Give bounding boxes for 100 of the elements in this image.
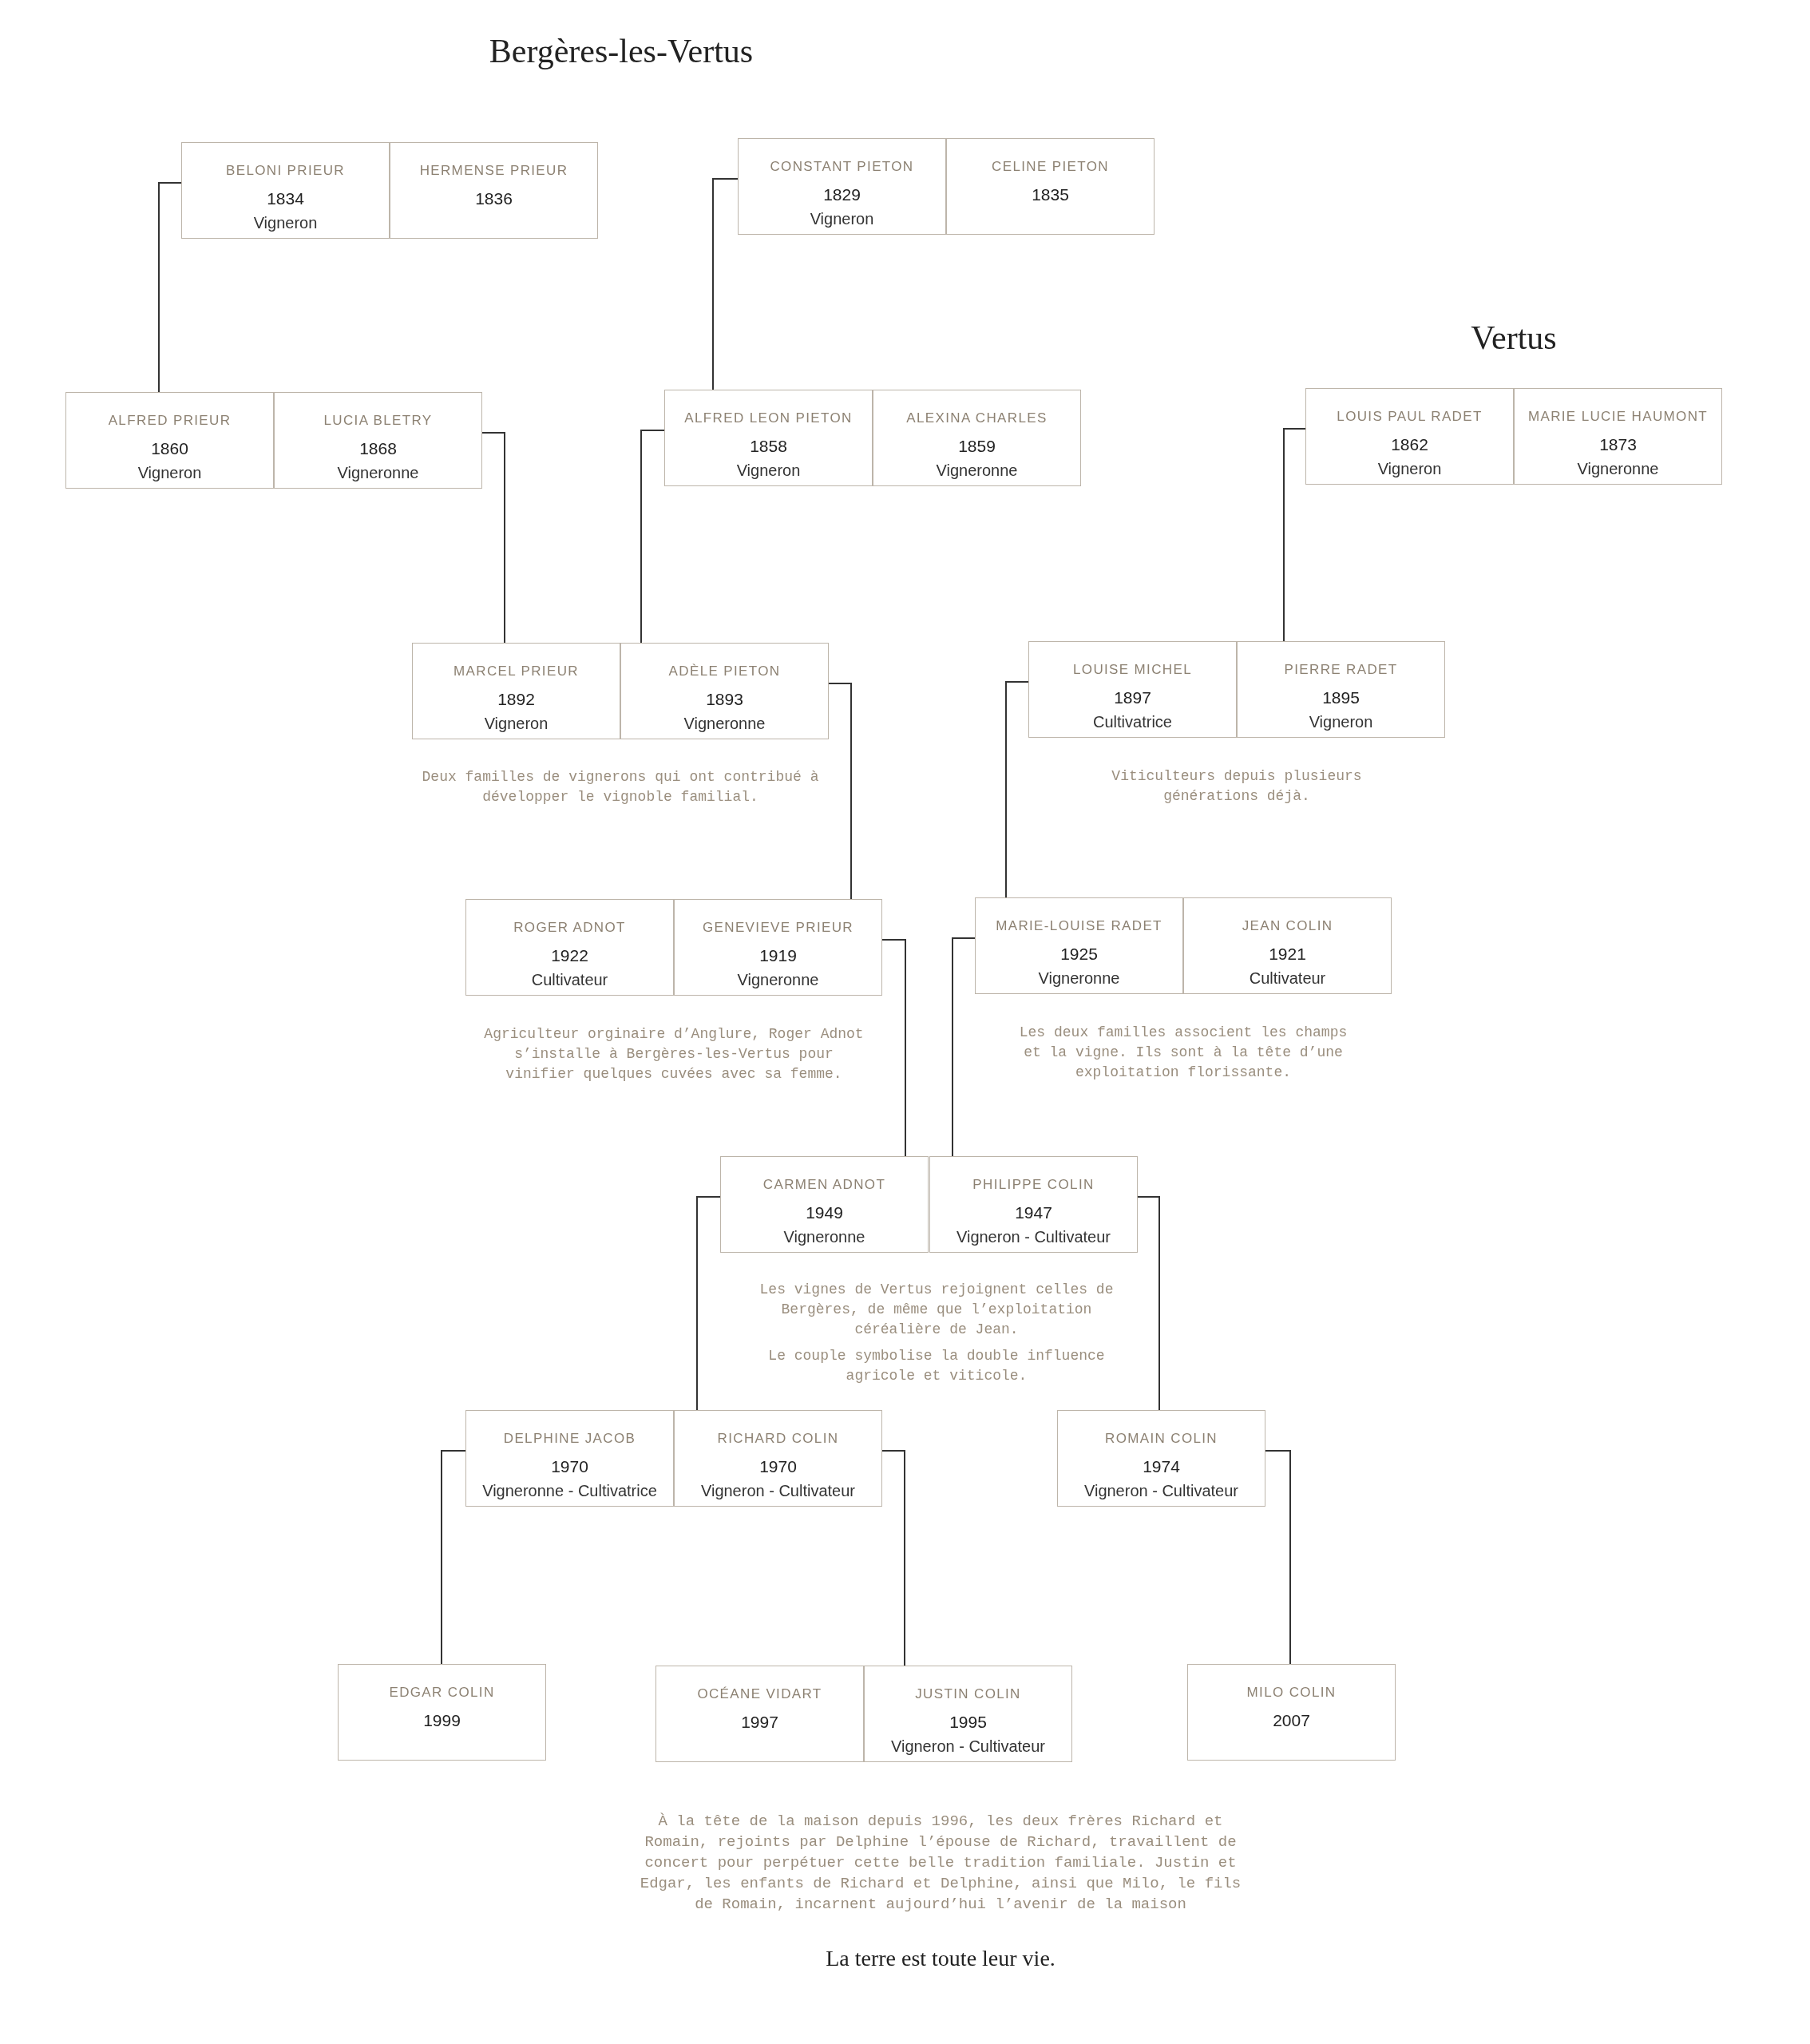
occupation: Vigneronne: [783, 1227, 865, 1247]
occupation: Vigneron: [253, 213, 318, 233]
family-line: [158, 182, 182, 393]
person-box: [674, 1410, 882, 1507]
person-box: [864, 1666, 1072, 1762]
note-text: Le couple symbolise la double influence agricole et viticole.: [767, 1347, 1106, 1385]
person-name: MARIE-LOUISE RADET: [996, 917, 1162, 935]
occupation: Vigneron - Cultivateur: [700, 1481, 856, 1501]
person-box: [181, 142, 390, 239]
family-line: [712, 178, 739, 390]
birth-year: 1999: [423, 1709, 461, 1731]
birth-year: 1829: [823, 184, 861, 205]
birth-year: 1873: [1599, 434, 1637, 455]
birth-year: 1974: [1143, 1456, 1180, 1477]
person-box: [1187, 1664, 1396, 1761]
birth-year: 1997: [741, 1711, 778, 1733]
person-box: [465, 1410, 674, 1507]
note-text: Deux familles de vignerons qui ont contribué à développer le vignoble familial.: [421, 768, 820, 806]
birth-year: 1836: [475, 188, 513, 209]
person-name: ALFRED LEON PIETON: [684, 410, 853, 427]
person-box: [274, 392, 482, 489]
person-name: PIERRE RADET: [1284, 661, 1398, 679]
person-name: MILO COLIN: [1246, 1684, 1337, 1701]
person-box: [1514, 388, 1722, 485]
occupation: Cultivateur: [531, 970, 608, 990]
birth-year: 1859: [958, 435, 996, 457]
person-box: [1028, 641, 1237, 738]
person-box: [946, 138, 1155, 235]
family-line: [481, 432, 505, 644]
occupation: Vigneronne - Cultivatrice: [482, 1481, 657, 1501]
person-box: [929, 1156, 1138, 1253]
birth-year: 1834: [267, 188, 304, 209]
birth-year: 1949: [806, 1202, 843, 1223]
person-name: CARMEN ADNOT: [762, 1176, 886, 1194]
person-name: ALEXINA CHARLES: [906, 410, 1048, 427]
person-name: CELINE PIETON: [992, 158, 1109, 176]
family-line: [881, 1450, 905, 1666]
person-name: HERMENSE PRIEUR: [419, 162, 568, 180]
person-box: [620, 643, 829, 739]
birth-year: 1860: [151, 438, 188, 459]
person-box: [975, 897, 1183, 994]
person-box: [1183, 897, 1392, 994]
family-line: [881, 939, 906, 1157]
person-name: LOUISE MICHEL: [1073, 661, 1192, 679]
person-box: [664, 390, 873, 486]
motto-text: La terre est toute leur vie.: [825, 1945, 1056, 1972]
birth-year: 1995: [949, 1711, 987, 1733]
person-box: [1305, 388, 1514, 485]
birth-year: 1892: [497, 688, 535, 710]
person-box: [1237, 641, 1445, 738]
birth-year: 1921: [1269, 943, 1306, 965]
note-text: Les vignes de Vertus rejoignent celles de Bergères, de même que l’exploitation céréalière de Jean.: [758, 1281, 1115, 1339]
person-name: JEAN COLIN: [1242, 917, 1333, 935]
person-name: LUCIA BLETRY: [323, 412, 433, 430]
family-line: [640, 430, 665, 644]
birth-year: 1895: [1322, 687, 1360, 708]
note-text: Agriculteur orginaire d’Anglure, Roger Adnot s’installe à Bergères-les-Vertus pour vinifier quelques cuvées avec sa femme.: [483, 1025, 865, 1083]
person-box: [1057, 1410, 1265, 1507]
person-box: [390, 142, 598, 239]
birth-year: 1947: [1015, 1202, 1052, 1223]
person-box: [65, 392, 274, 489]
birth-year: 1862: [1391, 434, 1428, 455]
person-name: CONSTANT PIETON: [770, 158, 914, 176]
person-name: ROGER ADNOT: [513, 919, 626, 937]
occupation: Vigneron - Cultivateur: [1083, 1481, 1239, 1501]
birth-year: 1919: [759, 945, 797, 966]
family-line: [828, 683, 852, 900]
person-box: [412, 643, 620, 739]
note-text: Viticulteurs depuis plusieurs générations déjà.: [1111, 767, 1363, 806]
person-name: GENEVIEVE PRIEUR: [703, 919, 854, 937]
occupation: Cultivatrice: [1093, 712, 1172, 732]
birth-year: 1970: [759, 1456, 797, 1477]
occupation: Vigneronne: [737, 970, 819, 990]
person-name: LOUIS PAUL RADET: [1337, 408, 1483, 426]
occupation: Vigneronne: [683, 714, 766, 734]
occupation: Vigneronne: [337, 463, 419, 483]
family-line: [441, 1450, 466, 1665]
occupation: Vigneron: [736, 461, 801, 481]
occupation: Vigneron: [1377, 459, 1442, 479]
birth-year: 1922: [551, 945, 588, 966]
occupation: Vigneron - Cultivateur: [956, 1227, 1111, 1247]
person-name: OCÉANE VIDART: [697, 1686, 822, 1703]
person-name: ROMAIN COLIN: [1105, 1430, 1218, 1448]
birth-year: 1925: [1060, 943, 1098, 965]
person-name: BELONI PRIEUR: [226, 162, 345, 180]
person-box: [738, 138, 946, 235]
occupation: Vigneronne: [1038, 969, 1120, 988]
occupation: Vigneron: [137, 463, 202, 483]
person-box: [720, 1156, 929, 1253]
person-box: [873, 390, 1081, 486]
note-text: À la tête de la maison depuis 1996, les deux frères Richard et Romain, rejoints par Delphine l’épouse de Richard, travaillent de concert pour perpétuer cette belle tradition familiale. Justin et Edgar, les enfants de Richard et Delphine, ainsi que Milo, le fils de Romain, incarnent aujourd’hui l’avenir de la maison: [639, 1812, 1242, 1915]
person-name: JUSTIN COLIN: [915, 1686, 1021, 1703]
occupation: Vigneron: [810, 209, 874, 229]
person-name: EDGAR COLIN: [389, 1684, 495, 1701]
birth-year: 1835: [1032, 184, 1069, 205]
person-box: [655, 1666, 864, 1762]
occupation: Vigneron: [1309, 712, 1373, 732]
occupation: Vigneron: [484, 714, 549, 734]
birth-year: 1897: [1114, 687, 1151, 708]
person-name: ADÈLE PIETON: [668, 663, 781, 680]
